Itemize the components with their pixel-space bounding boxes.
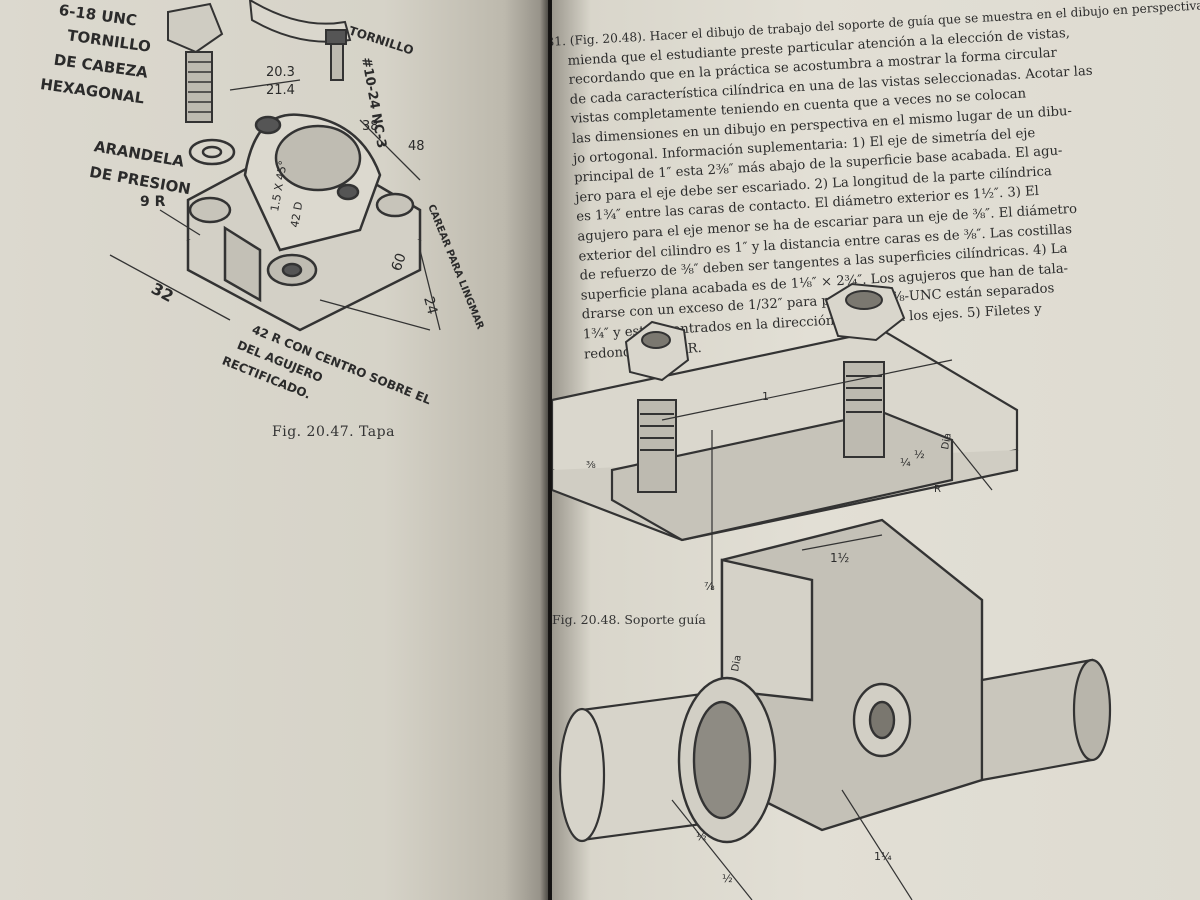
dim-label: ⅜	[586, 460, 596, 471]
dim-label: ¼	[900, 456, 911, 469]
stud-left-drawing	[637, 399, 677, 493]
figure-caption-soporte-guia: Fig. 20.48. Soporte guía	[552, 612, 706, 627]
cap-body-drawing	[186, 113, 422, 332]
dim-value: 20.3	[266, 65, 295, 80]
dim-label: ½	[696, 830, 707, 843]
nut-right-drawing	[824, 282, 906, 342]
dim-value: 60	[389, 251, 410, 273]
label-bolt-hex: HEXAGONAL	[39, 75, 146, 107]
dim-value: 38	[362, 119, 379, 134]
label-bolt-spec: 6-18 UNC	[58, 1, 138, 30]
label-bolt-type: TORNILLO	[66, 26, 152, 56]
dim-label: ½	[722, 872, 733, 885]
label-screw: TORNILLO	[347, 24, 415, 58]
left-page: 6-18 UNC TORNILLO DE CABEZA HEXAGONAL AR…	[0, 0, 548, 900]
support-body-drawing	[720, 518, 984, 832]
hub-drawing	[677, 676, 912, 844]
dim-label: 1¼	[874, 850, 892, 863]
label-thread: #10-24 NC-3	[358, 56, 389, 149]
screw-drawing	[248, 0, 352, 81]
washer-drawing	[188, 138, 236, 166]
stud-right-drawing	[843, 361, 885, 458]
hex-bolt-drawing	[167, 2, 224, 123]
dim-label: 1½	[830, 551, 849, 565]
dim-value: 9 R	[140, 194, 166, 210]
dim-label: ½	[914, 448, 925, 461]
dim-label: Dia	[940, 432, 954, 450]
figure-soporte-guia-drawing: ⅜ 1 ¼ ½ Dia ⅞ 1½ R Dia ½ 1¼ ½	[552, 282, 1112, 900]
figure-caption-tapa: Fig. 20.47. Tapa	[272, 424, 395, 440]
dim-value: 24	[420, 295, 440, 316]
dim-value: 48	[408, 139, 425, 154]
figure-tapa-drawing: 6-18 UNC TORNILLO DE CABEZA HEXAGONAL AR…	[39, 0, 486, 407]
dimension-lines	[661, 359, 993, 900]
dim-value: 32	[148, 279, 177, 306]
dim-value: 21.4	[266, 83, 295, 98]
dim-label: Dia	[730, 654, 744, 672]
dim-value: 42 D	[288, 201, 305, 229]
dim-label: ⅞	[704, 580, 715, 593]
label-bolt-head: DE CABEZA	[53, 51, 150, 82]
right-page: 31. (Fig. 20.48). Hacer el dibujo de tra…	[552, 0, 1200, 900]
dim-label: R	[934, 484, 941, 495]
dimension-lines	[109, 79, 441, 331]
nut-left-drawing	[624, 320, 690, 382]
dim-label: 1	[762, 390, 769, 403]
